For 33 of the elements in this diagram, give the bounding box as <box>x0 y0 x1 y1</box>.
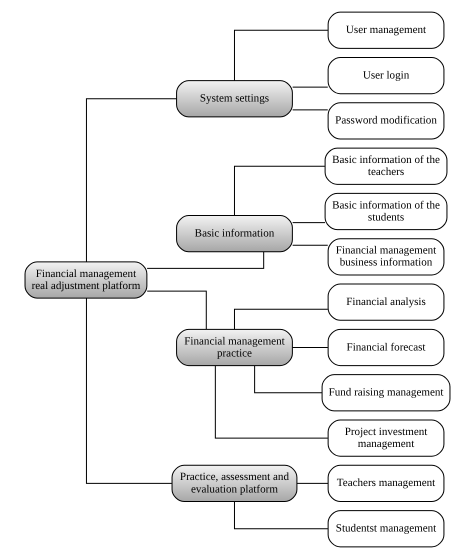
connector <box>233 308 328 330</box>
connector <box>85 298 172 484</box>
connector <box>146 290 206 330</box>
node-box: Financial forecast <box>327 328 444 366</box>
node-box: User management <box>327 12 444 49</box>
connector <box>292 222 324 224</box>
connector <box>214 366 328 439</box>
node-box: Basic information of the students <box>324 192 447 230</box>
connector <box>296 482 328 484</box>
node-box: User login <box>327 56 444 94</box>
node-box: Studentst management <box>327 510 444 548</box>
connector <box>233 502 328 530</box>
connector <box>292 86 328 88</box>
node-box: Fund raising management <box>321 374 450 412</box>
connector <box>292 346 328 348</box>
connector <box>233 166 324 216</box>
connector <box>292 244 328 246</box>
connector <box>233 30 328 80</box>
node-box: Practice, assessment and evaluation platform <box>171 464 297 502</box>
node-box: Financial management business information <box>327 238 444 276</box>
node-box: Teachers management <box>327 464 444 502</box>
connector <box>292 109 328 110</box>
connector <box>85 98 176 262</box>
node-box: Basic information of the teachers <box>324 148 447 185</box>
node-box: Basic information <box>176 215 292 252</box>
node-box: Financial analysis <box>327 284 444 321</box>
connector <box>146 252 264 269</box>
node-box: System settings <box>176 80 292 118</box>
node-box: Password modification <box>327 102 444 140</box>
node-box: Financial management real adjustment platform <box>24 261 147 299</box>
node-box: Project investment management <box>327 419 444 457</box>
connector <box>254 366 322 394</box>
node-box: Financial management practice <box>176 328 292 366</box>
